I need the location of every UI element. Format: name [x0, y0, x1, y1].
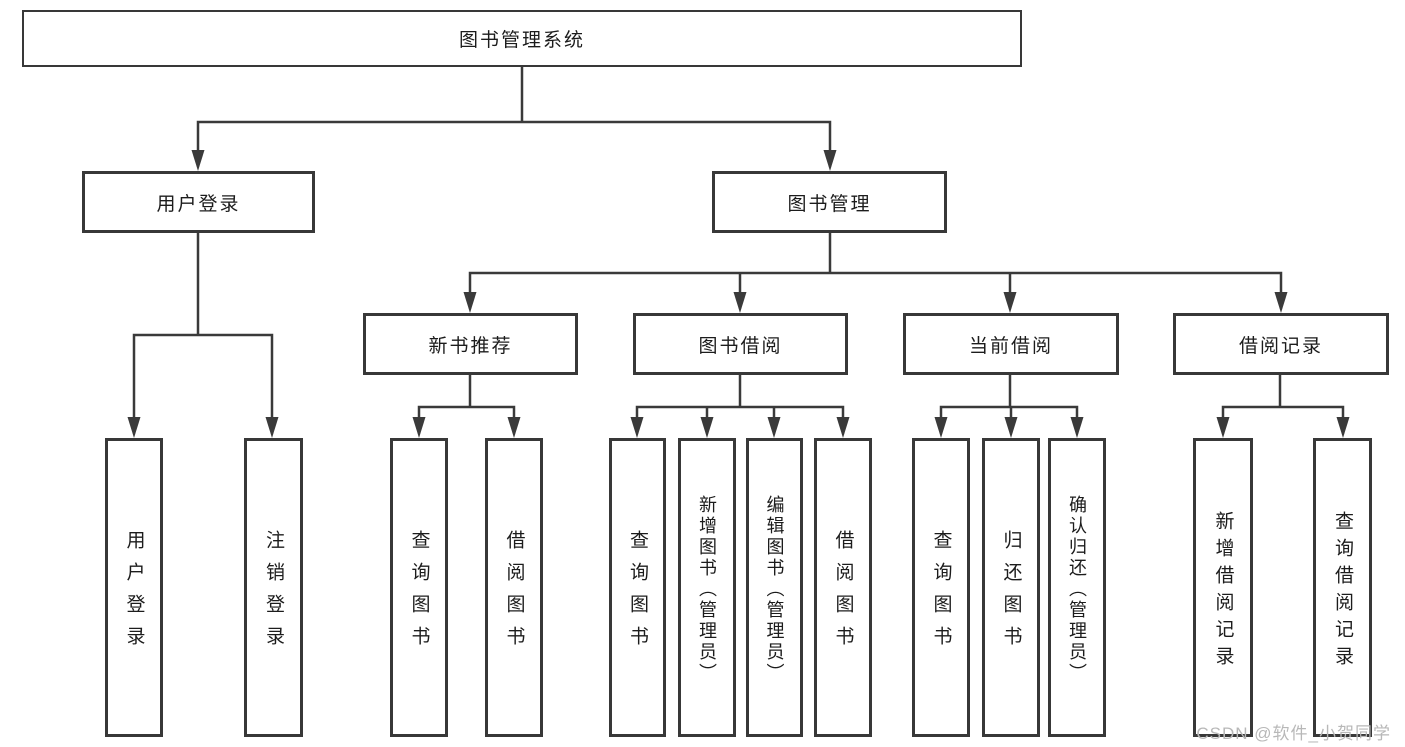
leaf-query-books-borrow-label: 查询图书 [627, 530, 648, 658]
leaf-edit-books-admin: 编辑图书（管理员） [746, 438, 803, 737]
node-root-system: 图书管理系统 [22, 10, 1022, 67]
leaf-add-borrow-record-label: 新增借阅记录 [1212, 510, 1234, 673]
leaf-logout: 注销登录 [244, 438, 303, 737]
node-book-management-label: 图书管理 [787, 193, 872, 215]
leaf-add-books-admin: 新增图书（管理员） [678, 438, 736, 737]
leaf-confirm-return-admin-label: 确认归还（管理员） [1067, 494, 1087, 684]
leaf-query-borrow-record: 查询借阅记录 [1313, 438, 1372, 737]
node-current-borrow: 当前借阅 [903, 313, 1119, 375]
leaf-query-books-current-label: 查询图书 [930, 530, 952, 658]
node-new-book-recommend: 新书推荐 [363, 313, 578, 375]
leaf-query-books-newbook-label: 查询图书 [408, 530, 430, 658]
leaf-confirm-return-admin: 确认归还（管理员） [1048, 438, 1106, 737]
leaf-logout-label: 注销登录 [263, 530, 284, 658]
leaf-edit-books-admin-label: 编辑图书（管理员） [764, 494, 785, 684]
node-current-borrow-label: 当前借阅 [968, 335, 1053, 357]
csdn-watermark: CSDN @软件_小贺同学 [1196, 724, 1391, 743]
leaf-query-borrow-record-label: 查询借阅记录 [1332, 510, 1353, 673]
leaf-borrow-books: 借阅图书 [814, 438, 872, 737]
node-root-label: 图书管理系统 [458, 30, 585, 51]
leaf-return-books: 归还图书 [982, 438, 1040, 737]
leaf-add-books-admin-label: 新增图书（管理员） [697, 494, 717, 684]
leaf-user-login-label: 用户登录 [123, 530, 145, 658]
node-borrow-record-label: 借阅记录 [1238, 335, 1323, 357]
node-user-login: 用户登录 [82, 171, 315, 233]
leaf-add-borrow-record: 新增借阅记录 [1193, 438, 1253, 737]
leaf-borrow-books-newbook: 借阅图书 [485, 438, 543, 737]
leaf-query-books-borrow: 查询图书 [609, 438, 666, 737]
leaf-query-books-newbook: 查询图书 [390, 438, 448, 737]
node-borrow-record: 借阅记录 [1173, 313, 1389, 375]
node-book-management: 图书管理 [712, 171, 947, 233]
leaf-query-books-current: 查询图书 [912, 438, 970, 737]
node-book-borrow-label: 图书借阅 [698, 335, 783, 357]
leaf-user-login: 用户登录 [105, 438, 163, 737]
leaf-borrow-books-label: 借阅图书 [832, 530, 854, 658]
node-new-book-recommend-label: 新书推荐 [428, 335, 513, 357]
node-user-login-label: 用户登录 [156, 193, 241, 215]
leaf-return-books-label: 归还图书 [1000, 530, 1022, 658]
leaf-borrow-books-newbook-label: 借阅图书 [503, 530, 525, 658]
node-book-borrow: 图书借阅 [633, 313, 848, 375]
